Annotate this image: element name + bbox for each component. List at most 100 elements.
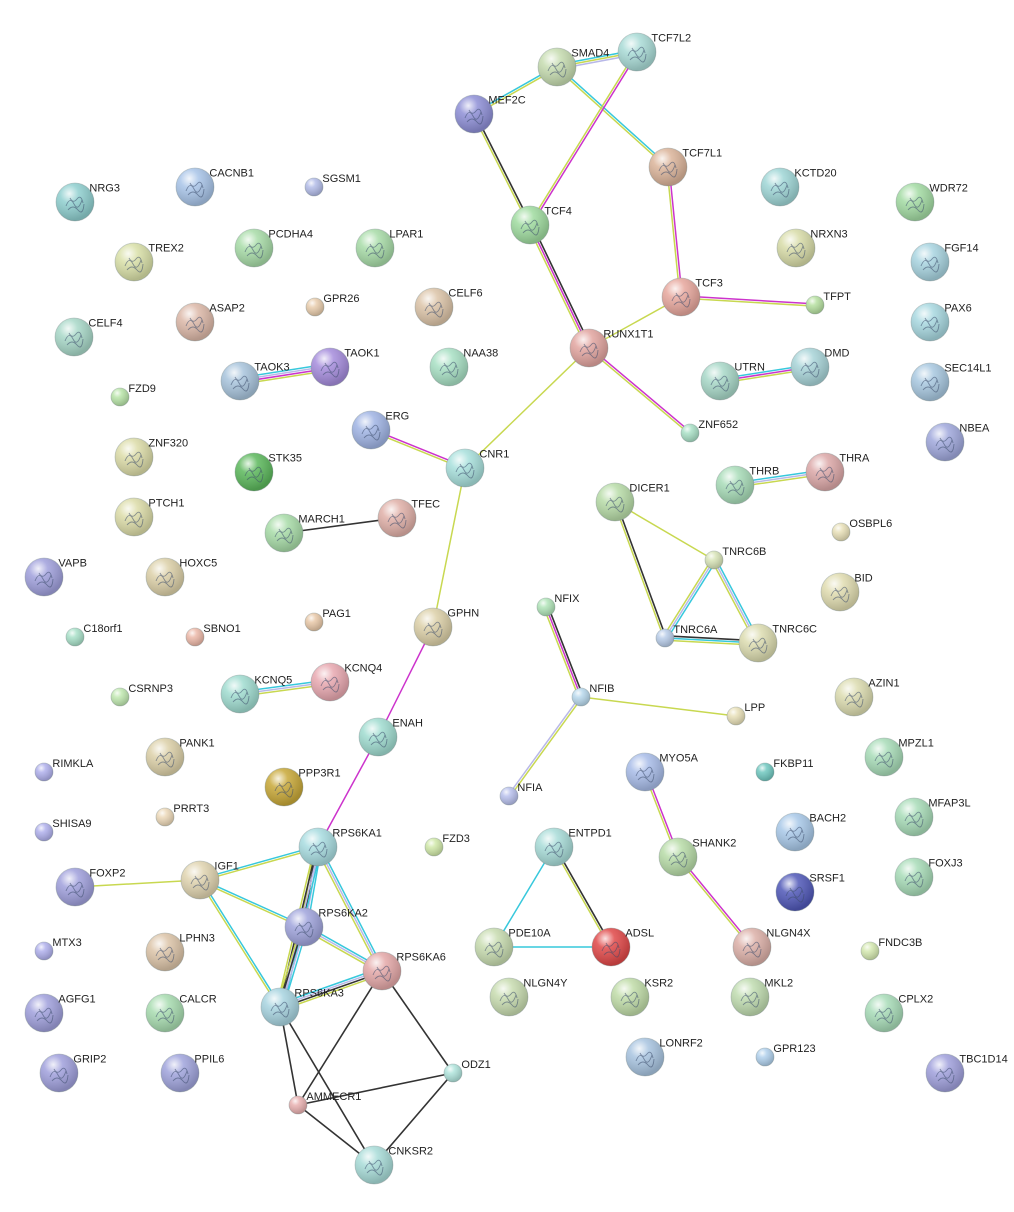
node-fndc3b[interactable]: FNDC3B — [860, 937, 922, 961]
node-enah[interactable]: ENAH — [358, 718, 423, 757]
node-nlgn4y[interactable]: NLGN4Y — [489, 978, 568, 1017]
node-lpar1[interactable]: LPAR1 — [355, 229, 423, 268]
node-pde10a[interactable]: PDE10A — [474, 928, 551, 967]
node-tcf7l2[interactable]: TCF7L2 — [617, 33, 691, 72]
node-nrg3[interactable]: NRG3 — [55, 183, 120, 222]
node-grip2[interactable]: GRIP2 — [39, 1054, 106, 1093]
node-osbpl6[interactable]: OSBPL6 — [831, 518, 892, 542]
node-tcf3[interactable]: TCF3 — [661, 278, 723, 317]
node-nfia[interactable]: NFIA — [499, 782, 543, 806]
node-myo5a[interactable]: MYO5A — [625, 753, 699, 792]
node-azin1[interactable]: AZIN1 — [834, 678, 900, 717]
node-rps6ka1[interactable]: RPS6KA1 — [298, 828, 382, 867]
node-calcr[interactable]: CALCR — [145, 994, 217, 1033]
node-dmd[interactable]: DMD — [790, 348, 850, 387]
node-taok1[interactable]: TAOK1 — [310, 348, 380, 387]
node-gpr26[interactable]: GPR26 — [305, 293, 359, 317]
node-mfap3l[interactable]: MFAP3L — [894, 798, 971, 837]
node-bach2[interactable]: BACH2 — [775, 813, 846, 852]
node-cnr1[interactable]: CNR1 — [445, 449, 509, 488]
node-znf320[interactable]: ZNF320 — [114, 438, 188, 477]
node-march1[interactable]: MARCH1 — [264, 514, 345, 553]
node-rps6ka3[interactable]: RPS6KA3 — [260, 988, 344, 1027]
node-celf6[interactable]: CELF6 — [414, 288, 483, 327]
node-ptch1[interactable]: PTCH1 — [114, 498, 184, 537]
node-tfpt[interactable]: TFPT — [805, 291, 851, 315]
node-adsl[interactable]: ADSL — [591, 928, 654, 967]
node-pax6[interactable]: PAX6 — [910, 303, 972, 342]
node-foxp2[interactable]: FOXP2 — [55, 868, 125, 907]
node-odz1[interactable]: ODZ1 — [443, 1059, 491, 1083]
node-srsf1[interactable]: SRSF1 — [775, 873, 845, 912]
node-tcf4[interactable]: TCF4 — [510, 206, 572, 245]
node-shank2[interactable]: SHANK2 — [658, 838, 736, 877]
node-mef2c[interactable]: MEF2C — [454, 95, 526, 134]
node-thra[interactable]: THRA — [805, 453, 870, 492]
node-fzd3[interactable]: FZD3 — [424, 833, 470, 857]
node-pag1[interactable]: PAG1 — [304, 608, 351, 632]
node-kctd20[interactable]: KCTD20 — [760, 168, 837, 207]
node-dicer1[interactable]: DICER1 — [595, 483, 670, 522]
node-hoxc5[interactable]: HOXC5 — [145, 558, 217, 597]
node-celf4[interactable]: CELF4 — [54, 318, 123, 357]
node-fzd9[interactable]: FZD9 — [110, 383, 156, 407]
node-trex2[interactable]: TREX2 — [114, 243, 184, 282]
node-rimkla[interactable]: RIMKLA — [34, 758, 94, 782]
node-lonrf2[interactable]: LONRF2 — [625, 1038, 703, 1077]
node-c18orf1[interactable]: C18orf1 — [65, 623, 123, 647]
node-runx1t1[interactable]: RUNX1T1 — [569, 329, 654, 368]
node-tbc1d14[interactable]: TBC1D14 — [925, 1054, 1008, 1093]
node-cacnb1[interactable]: CACNB1 — [175, 168, 254, 207]
node-wdr72[interactable]: WDR72 — [895, 183, 968, 222]
node-ksr2[interactable]: KSR2 — [610, 978, 673, 1017]
node-foxj3[interactable]: FOXJ3 — [894, 858, 963, 897]
node-mkl2[interactable]: MKL2 — [730, 978, 793, 1017]
node-nbea[interactable]: NBEA — [925, 423, 990, 462]
node-nfib[interactable]: NFIB — [571, 683, 614, 707]
node-stk35[interactable]: STK35 — [234, 453, 302, 492]
node-sgsm1[interactable]: SGSM1 — [304, 173, 361, 197]
node-mtx3[interactable]: MTX3 — [34, 937, 82, 961]
node-tfec[interactable]: TFEC — [377, 499, 440, 538]
node-vapb[interactable]: VAPB — [24, 558, 87, 597]
node-rps6ka6[interactable]: RPS6KA6 — [362, 952, 446, 991]
node-cplx2[interactable]: CPLX2 — [864, 994, 933, 1033]
node-nfix[interactable]: NFIX — [536, 593, 580, 617]
node-ppp3r1[interactable]: PPP3R1 — [264, 768, 341, 807]
node-naa38[interactable]: NAA38 — [429, 348, 498, 387]
node-tnrc6b[interactable]: TNRC6B — [704, 546, 766, 570]
node-agfg1[interactable]: AGFG1 — [24, 994, 96, 1033]
node-bid[interactable]: BID — [820, 573, 873, 612]
node-shisa9[interactable]: SHISA9 — [34, 818, 92, 842]
node-lpp[interactable]: LPP — [726, 702, 765, 726]
node-tcf7l1[interactable]: TCF7L1 — [648, 148, 722, 187]
node-ppil6[interactable]: PPIL6 — [160, 1054, 224, 1093]
node-igf1[interactable]: IGF1 — [180, 861, 239, 900]
node-mpzl1[interactable]: MPZL1 — [864, 738, 934, 777]
node-entpd1[interactable]: ENTPD1 — [534, 828, 612, 867]
node-csrnp3[interactable]: CSRNP3 — [110, 683, 173, 707]
node-pcdha4[interactable]: PCDHA4 — [234, 229, 313, 268]
node-taok3[interactable]: TAOK3 — [220, 362, 290, 401]
node-smad4[interactable]: SMAD4 — [537, 48, 609, 87]
node-utrn[interactable]: UTRN — [700, 362, 765, 401]
node-kcnq5[interactable]: KCNQ5 — [220, 675, 292, 714]
node-nrxn3[interactable]: NRXN3 — [776, 229, 848, 268]
node-znf652[interactable]: ZNF652 — [680, 419, 738, 443]
node-lphn3[interactable]: LPHN3 — [145, 933, 215, 972]
node-pank1[interactable]: PANK1 — [145, 738, 215, 777]
node-sbno1[interactable]: SBNO1 — [185, 623, 241, 647]
node-rps6ka2[interactable]: RPS6KA2 — [284, 908, 368, 947]
node-thrb[interactable]: THRB — [715, 466, 779, 505]
node-tnrc6a[interactable]: TNRC6A — [655, 624, 718, 648]
node-erg[interactable]: ERG — [351, 411, 409, 450]
node-ammecr1[interactable]: AMMECR1 — [288, 1091, 361, 1115]
node-prrt3[interactable]: PRRT3 — [155, 803, 209, 827]
node-kcnq4[interactable]: KCNQ4 — [310, 663, 382, 702]
node-cnksr2[interactable]: CNKSR2 — [354, 1146, 433, 1185]
node-tnrc6c[interactable]: TNRC6C — [738, 624, 817, 663]
node-sec14l1[interactable]: SEC14L1 — [910, 363, 991, 402]
node-fkbp11[interactable]: FKBP11 — [755, 758, 814, 782]
node-gpr123[interactable]: GPR123 — [755, 1043, 816, 1067]
node-gphn[interactable]: GPHN — [413, 608, 479, 647]
